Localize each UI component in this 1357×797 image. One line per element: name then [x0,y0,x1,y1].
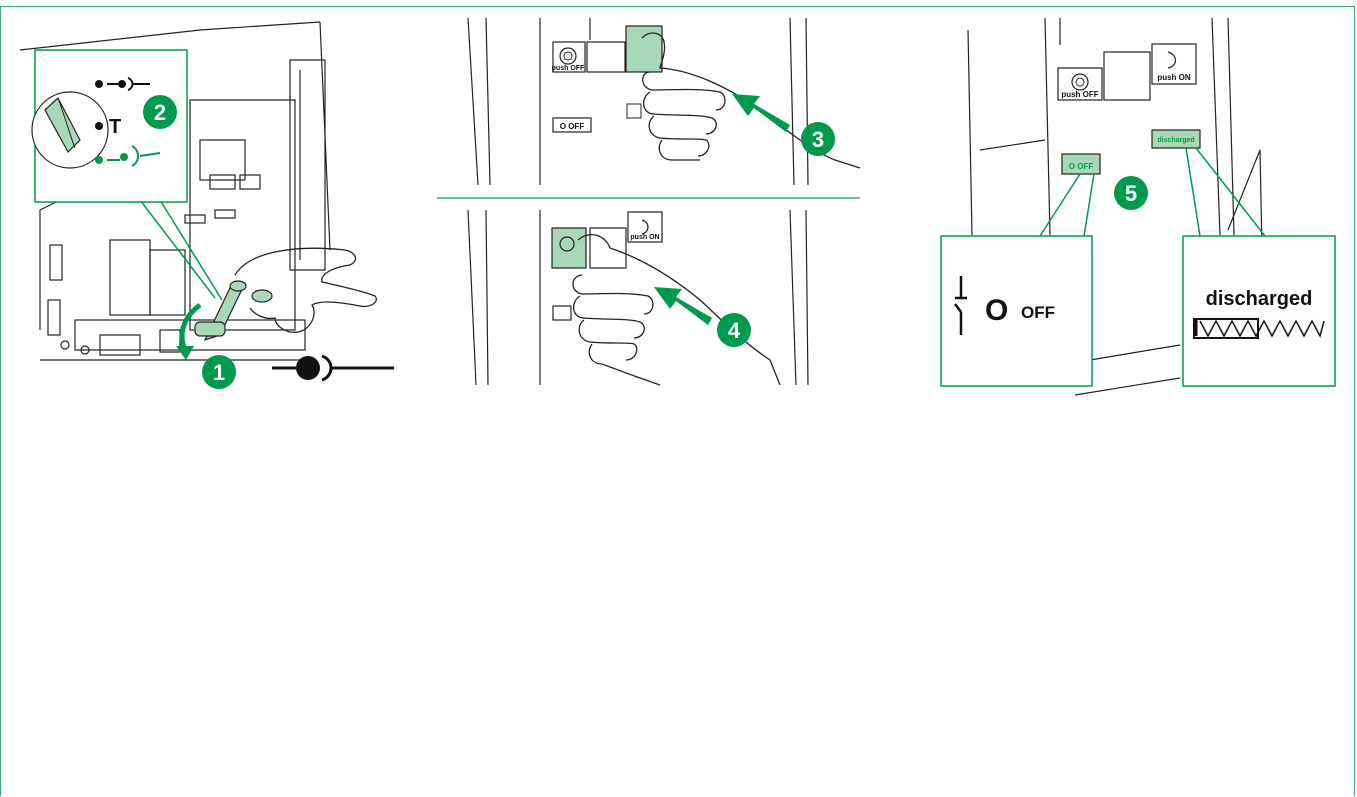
discharged-status-label: discharged [1157,137,1194,144]
discharged-callout-text: discharged [1206,288,1313,310]
push-off-label: push OFF [1061,90,1098,99]
push-off-button: push OFF [1058,68,1102,100]
off-status-label: O OFF [1069,162,1094,171]
off-status-button: O OFF [1062,154,1100,174]
panel-racking: 1 T [20,22,394,389]
off-indicator-top: O OFF [553,104,641,132]
off-callout-text: OFF [1021,303,1055,322]
center-blank [1104,52,1150,100]
push-on-button-bottom: push ON [552,212,662,268]
step-2-number: 2 [154,100,166,125]
off-indicator-bottom [553,306,571,320]
off-label-top: O OFF [560,122,585,131]
step-4-number: 4 [728,318,741,343]
off-callout-symbol: O [985,294,1008,327]
off-callout: O OFF [941,236,1092,386]
press-arrow-off [732,94,790,132]
push-off-button-top: push OFF [552,26,662,72]
press-arrow-on [654,287,712,325]
rotation-arrowhead [176,346,194,360]
racking-handle [195,281,272,340]
step-5-number: 5 [1125,181,1137,206]
push-off-label-top: push OFF [552,65,585,72]
panel-push-buttons: push OFF O OFF 3 push ON 4 [437,18,860,385]
step-1-number: 1 [213,360,225,385]
step-3-number: 3 [812,127,824,152]
push-on-label-bottom: push ON [630,234,659,241]
push-on-button: push ON [1152,44,1196,84]
push-on-label: push ON [1157,73,1191,82]
test-position-label: T [109,116,121,138]
panel-status-indicators: push OFF push ON O OFF discharged 5 [941,18,1335,395]
discharged-callout: discharged [1183,236,1335,386]
discharged-status-button: discharged [1152,130,1200,148]
position-indicator-inset: T 2 [32,50,222,300]
